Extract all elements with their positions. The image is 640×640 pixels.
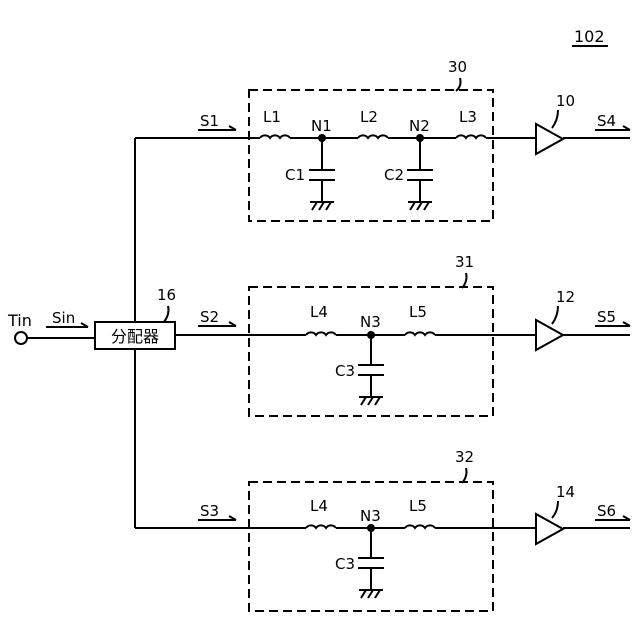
input-terminal-icon	[15, 332, 27, 344]
divider-ref: 16	[157, 286, 176, 304]
amplifier-12-ref: 12	[556, 288, 575, 306]
inductor-L5-icon	[405, 525, 435, 528]
amplifier-14-leader	[552, 501, 558, 518]
inductor-L3-label: L3	[459, 108, 477, 126]
inductor-L5-label: L5	[409, 303, 427, 321]
filter-31-ref: 31	[455, 253, 474, 271]
amplifier-12-leader	[552, 306, 558, 324]
inductor-L1-icon	[260, 135, 290, 138]
divider-ref-leader	[164, 306, 169, 322]
inductor-L3-icon	[456, 135, 486, 138]
branch2-in-signal: S2	[200, 308, 219, 326]
node-N3-label: N3	[360, 507, 381, 525]
inductor-L4-label: L4	[310, 497, 328, 515]
ground-icon	[359, 590, 383, 598]
branch3-out-signal: S6	[597, 502, 616, 520]
amplifier-12-icon	[536, 320, 563, 350]
capacitor-C1-label: C1	[285, 166, 305, 184]
input-signal-label: Sin	[52, 309, 75, 327]
inductor-L2-label: L2	[360, 108, 378, 126]
inductor-L5-icon	[405, 332, 435, 335]
ground-icon	[310, 202, 334, 210]
inductor-L2-icon	[358, 135, 388, 138]
ground-icon	[359, 397, 383, 405]
divider-label: 分配器	[111, 327, 159, 346]
filter-32-ref: 32	[455, 448, 474, 466]
capacitor-C3-icon	[358, 335, 384, 397]
filter-30-ref: 30	[448, 58, 467, 76]
node-N1-label: N1	[311, 117, 332, 135]
inductor-L4-label: L4	[310, 303, 328, 321]
node-N3-label: N3	[360, 313, 381, 331]
amplifier-14-ref: 14	[556, 483, 575, 501]
capacitor-C2-label: C2	[384, 166, 404, 184]
node-N2-label: N2	[409, 117, 430, 135]
capacitor-C3-label: C3	[335, 362, 355, 380]
capacitor-C1-icon	[309, 138, 335, 202]
amplifier-14-icon	[536, 514, 563, 544]
branch2-out-signal: S5	[597, 308, 616, 326]
branch1-in-signal: S1	[200, 112, 219, 130]
filter-32-leader	[462, 468, 467, 483]
input-terminal-label: Tin	[7, 311, 32, 330]
amplifier-10-leader	[552, 110, 558, 128]
capacitor-C2-icon	[407, 138, 433, 202]
inductor-L4-icon	[306, 332, 336, 335]
amplifier-10-icon	[536, 124, 563, 154]
filter-31-leader	[462, 273, 467, 288]
branch1-out-signal: S4	[597, 112, 616, 130]
inductor-L5-label: L5	[409, 497, 427, 515]
ground-icon	[408, 202, 432, 210]
inductor-L1-label: L1	[263, 108, 281, 126]
capacitor-C3-icon	[358, 528, 384, 590]
branch3-in-signal: S3	[200, 502, 219, 520]
figure-ref: 102	[574, 27, 605, 46]
capacitor-C3-label: C3	[335, 555, 355, 573]
amplifier-10-ref: 10	[556, 92, 575, 110]
inductor-L4-icon	[306, 525, 336, 528]
